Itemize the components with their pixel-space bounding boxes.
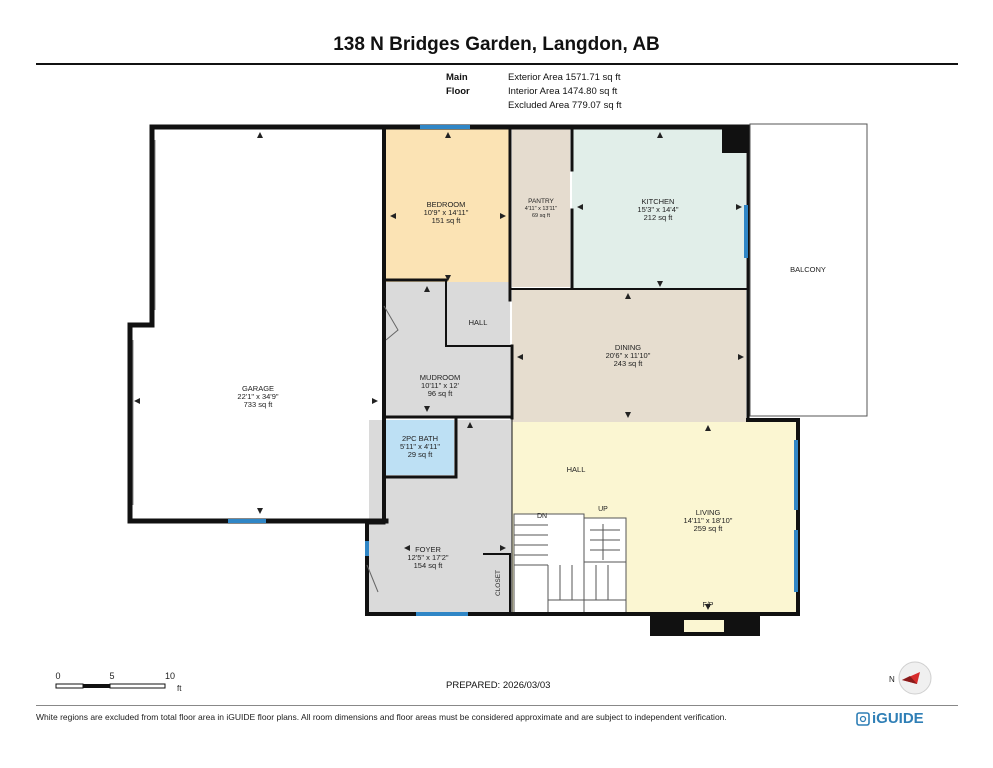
mudroom-name: MUDROOM: [420, 373, 460, 382]
title-divider: [36, 63, 958, 65]
bedroom-area: 151 sq ft: [432, 216, 462, 225]
garage-name: GARAGE: [242, 384, 274, 393]
hall-large-name: HALL: [567, 465, 586, 474]
iguide-logo-text: iGUIDE: [872, 710, 924, 727]
kitchen-name: KITCHEN: [642, 197, 675, 206]
stairs-up-block: [583, 561, 627, 615]
closet-fill: [486, 555, 510, 611]
dining-name: DINING: [615, 343, 641, 352]
balcony-outline: [749, 123, 868, 417]
living-area: 259 sq ft: [694, 524, 724, 533]
balcony-name: BALCONY: [790, 265, 826, 274]
pantry-name: PANTRY: [528, 198, 554, 205]
stairs-down-label: DN: [537, 513, 547, 520]
iguide-logo-icon: [856, 712, 870, 726]
hall-small-name: HALL: [469, 318, 488, 327]
excluded-area: Excluded Area 779.07 sq ft: [508, 100, 622, 111]
foyer-dims: 12'5" x 17'2": [407, 553, 448, 562]
closet-name: CLOSET: [495, 570, 502, 596]
garage-dims: 22'1" x 34'9": [237, 392, 278, 401]
mudroom-area: 96 sq ft: [428, 389, 454, 398]
bath-fill-top: [386, 420, 454, 475]
dining-area: 243 sq ft: [614, 359, 644, 368]
dining-fill: [512, 290, 746, 422]
prepared-date: PREPARED: 2026/03/03: [446, 680, 551, 691]
compass-north-label: N: [889, 675, 895, 684]
plan-title: 138 N Bridges Garden, Langdon, AB: [333, 34, 660, 55]
exterior-area: Exterior Area 1571.71 sq ft: [508, 72, 621, 83]
fireplace-label: F/P: [703, 602, 714, 609]
stairs-down-block: [513, 513, 585, 615]
door-swings: [366, 305, 399, 593]
kitchen-dims: 15'3" x 14'4": [637, 205, 678, 214]
pantry-area: 69 sq ft: [532, 213, 551, 219]
disclaimer-footnote: White regions are excluded from total fl…: [36, 712, 727, 722]
dining-dims: 20'6" x 11'10": [606, 351, 651, 360]
bedroom-name: BEDROOM: [427, 200, 466, 209]
fireplace-hearth: [684, 620, 724, 632]
interior-area: Interior Area 1474.80 sq ft: [508, 86, 618, 97]
mudroom-fill: [386, 282, 510, 416]
scale-bar: 0 5 10 ft: [55, 671, 182, 693]
scale-tick-5: 5: [109, 671, 114, 681]
kitchen-column: [722, 127, 748, 153]
foyer-area: 154 sq ft: [414, 561, 444, 570]
footer-divider: [36, 705, 958, 706]
living-dims: 14'11" x 18'10": [684, 516, 733, 525]
bath-dims: 5'11" x 4'11": [400, 442, 440, 451]
scale-tick-0: 0: [55, 671, 60, 681]
bath-area: 29 sq ft: [408, 450, 434, 459]
living-name: LIVING: [696, 508, 721, 517]
kitchen-fill: [572, 129, 746, 289]
scale-tick-10: 10: [165, 671, 175, 681]
garage-area: 733 sq ft: [244, 400, 274, 409]
pantry-dims: 4'11" x 13'11": [525, 206, 557, 212]
stairs-up-label: UP: [598, 506, 608, 513]
stairs: [513, 513, 627, 615]
dimension-markers: [134, 132, 744, 610]
garage-door-lines: [132, 140, 156, 505]
compass-icon: N: [889, 661, 932, 695]
bath-name: 2PC BATH: [402, 434, 438, 443]
windows: [228, 125, 798, 616]
kitchen-area: 212 sq ft: [644, 213, 674, 222]
mudroom-dims: 10'11" x 12': [421, 381, 459, 390]
pantry-fill: [512, 129, 570, 287]
scale-unit: ft: [177, 684, 182, 693]
floor-label: Main Floor: [446, 72, 470, 97]
bedroom-fill: [386, 129, 510, 297]
foyer-name: FOYER: [415, 545, 441, 554]
bedroom-dims: 10'9" x 14'11": [424, 208, 469, 217]
